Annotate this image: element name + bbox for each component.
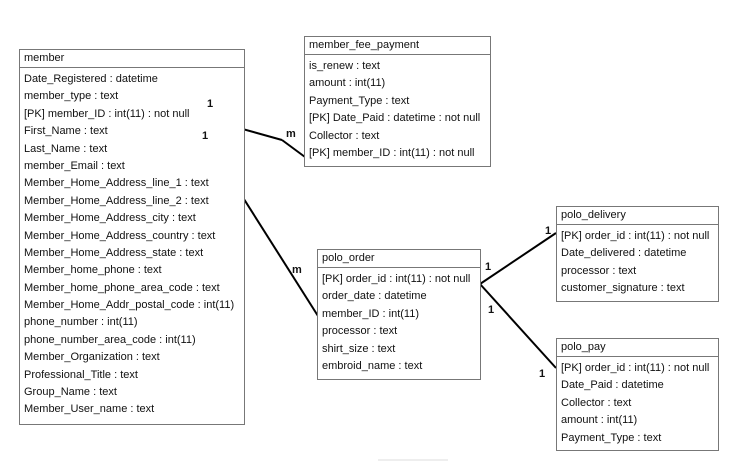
field-row: [PK] member_ID : int(11) : not null: [309, 146, 475, 159]
field-row: embroid_name : text: [322, 359, 423, 372]
line-order-to-pay: [479, 283, 557, 369]
bottom-scroll-indicator: [378, 459, 448, 461]
cardinality-order-pay-to: 1: [539, 368, 546, 380]
cardinality-member-order-one: 1: [202, 130, 209, 142]
field-row: Member_Organization : text: [24, 351, 160, 364]
entity-member[interactable]: member Date_Registered : datetime member…: [19, 49, 245, 425]
field-row: Member_User_name : text: [24, 403, 155, 416]
field-row: Professional_Title : text: [24, 368, 138, 381]
entity-polo-order[interactable]: polo_order [PK] order_id : int(11) : not…: [317, 249, 481, 380]
field-row: Member_Home_Address_line_2 : text: [24, 194, 209, 207]
field-row: amount : int(11): [561, 414, 638, 427]
field-row: [PK] order_id : int(11) : not null: [561, 230, 710, 242]
entity-member-fee-payment[interactable]: member_fee_payment is_renew : text amoun…: [304, 36, 491, 167]
cardinality-member-order-many: m: [292, 264, 302, 276]
field-row: member_Email : text: [24, 159, 125, 172]
field-row: order_date : datetime: [322, 290, 427, 303]
entity-title: polo_delivery: [557, 207, 718, 225]
field-row: Member_Home_Addr_postal_code : int(11): [24, 299, 235, 312]
field-row: Member_Home_Address_state : text: [24, 246, 204, 259]
field-row: shirt_size : text: [322, 342, 396, 355]
field-row: Last_Name : text: [24, 142, 108, 155]
field-row: is_renew : text: [309, 60, 380, 72]
field-row: Payment_Type : text: [561, 431, 662, 444]
field-row: Collector : text: [309, 129, 380, 142]
cardinality-order-delivery-to: 1: [545, 225, 552, 237]
field-row: Date_Registered : datetime: [24, 73, 158, 85]
line-order-to-delivery: [479, 232, 557, 285]
entity-title: member_fee_payment: [305, 37, 490, 55]
entity-title: member: [20, 50, 244, 68]
cardinality-member-fee-many: m: [286, 128, 296, 140]
entity-title: polo_order: [318, 250, 480, 268]
field-row: [PK] order_id : int(11) : not null: [322, 273, 471, 285]
field-row: processor : text: [322, 325, 398, 338]
field-row: phone_number_area_code : int(11): [24, 333, 196, 346]
entity-polo-delivery[interactable]: polo_delivery [PK] order_id : int(11) : …: [556, 206, 719, 302]
field-row: Date_delivered : datetime: [561, 247, 687, 260]
field-row: First_Name : text: [24, 125, 108, 138]
field-row: Date_Paid : datetime: [561, 379, 664, 392]
field-row: Member_home_phone_area_code : text: [24, 281, 220, 294]
field-row: amount : int(11): [309, 77, 386, 90]
field-row: processor : text: [561, 264, 637, 277]
field-row: phone_number : int(11): [24, 316, 138, 329]
field-row: customer_signature : text: [561, 282, 685, 295]
cardinality-order-delivery-from: 1: [485, 261, 492, 273]
field-row: [PK] member_ID : int(11) : not null: [24, 107, 190, 120]
entity-title: polo_pay: [557, 339, 718, 357]
field-row: Member_Home_Address_country : text: [24, 229, 216, 242]
cardinality-order-pay-from: 1: [488, 304, 495, 316]
field-row: Collector : text: [561, 396, 632, 409]
line-member-to-fee-payment-b: [281, 139, 306, 158]
field-row: [PK] Date_Paid : datetime : not null: [309, 112, 481, 125]
field-row: member_type : text: [24, 90, 119, 103]
entity-polo-pay[interactable]: polo_pay [PK] order_id : int(11) : not n…: [556, 338, 719, 451]
cardinality-member-fee-one: 1: [207, 98, 214, 110]
field-row: Member_Home_Address_line_1 : text: [24, 177, 209, 190]
field-row: Member_Home_Address_city : text: [24, 212, 196, 225]
field-row: Group_Name : text: [24, 386, 117, 399]
field-row: member_ID : int(11): [322, 307, 419, 320]
field-row: Member_home_phone : text: [24, 264, 162, 277]
field-row: [PK] order_id : int(11) : not null: [561, 362, 710, 374]
field-row: Payment_Type : text: [309, 94, 410, 107]
